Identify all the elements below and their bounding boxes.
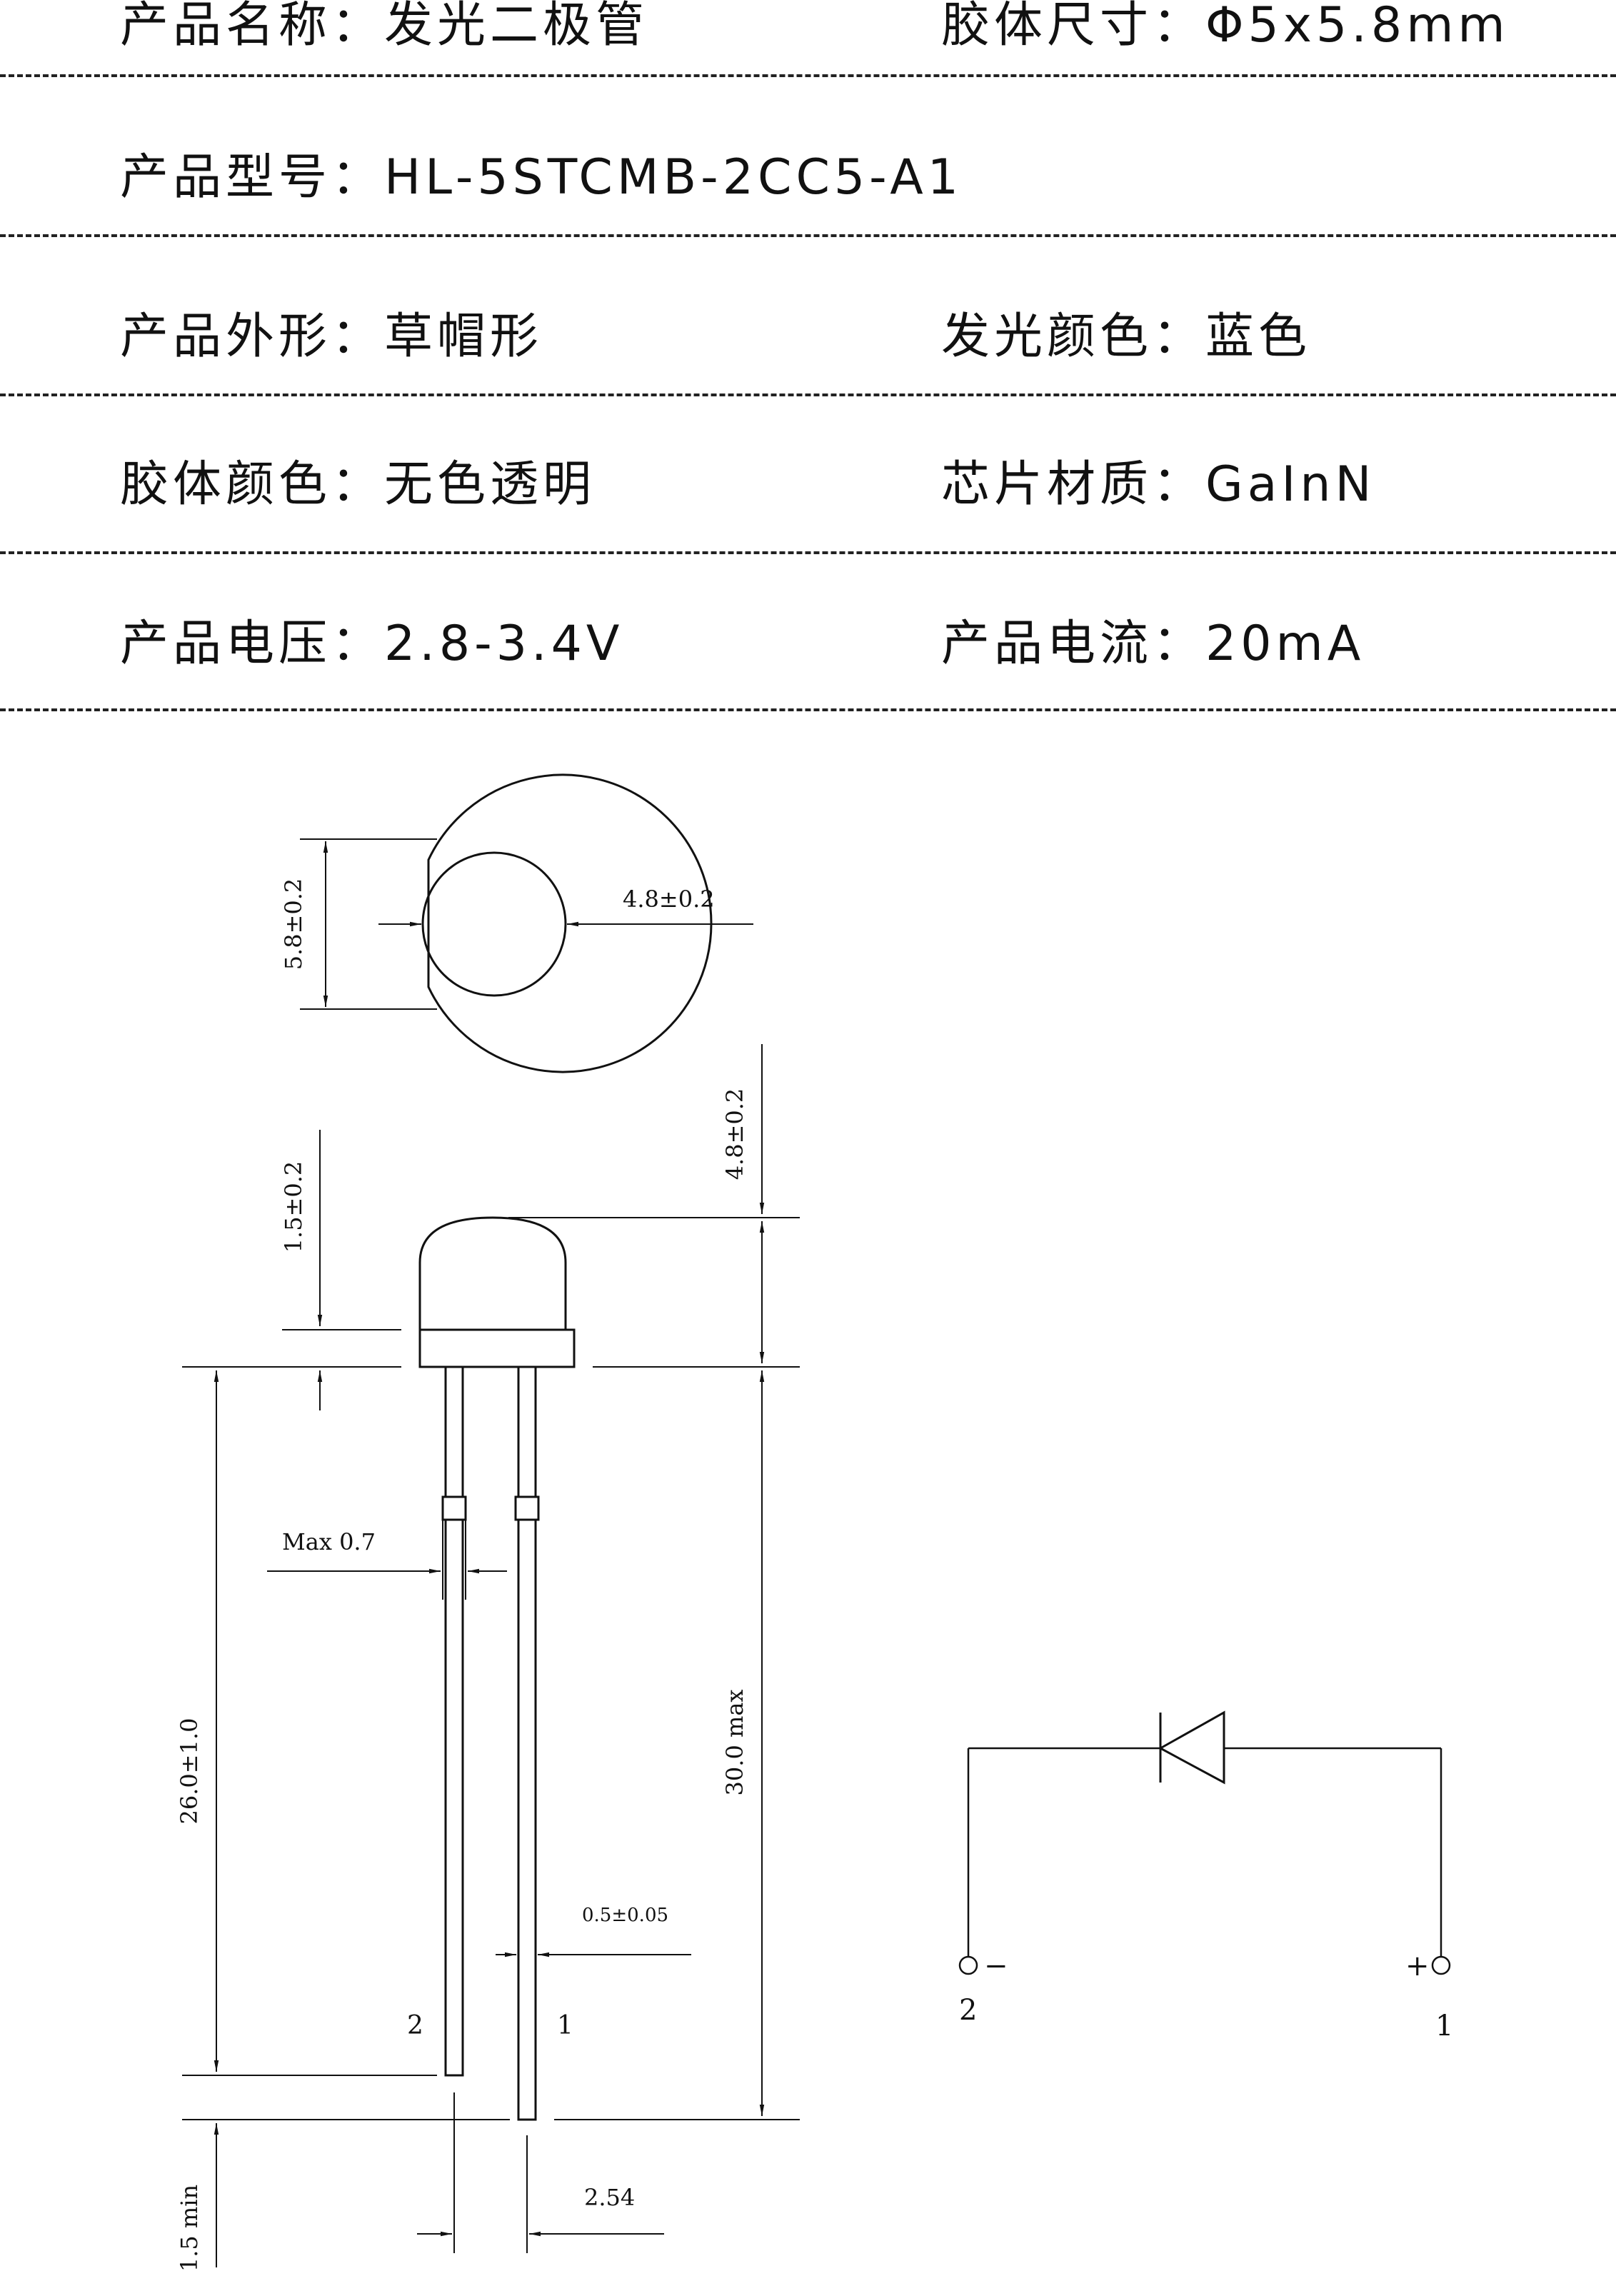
separator [0, 551, 1616, 554]
separator [0, 234, 1616, 237]
lead-1-kink [514, 1495, 540, 1521]
spec-value: Φ5x5.8mm [1205, 0, 1510, 54]
dim-top-diameter: 4.8±0.2 [623, 886, 715, 913]
spec-chip-material: 芯片材质：GaInN [941, 461, 1375, 509]
terminal-left-circle [958, 1955, 978, 1975]
separator [0, 708, 1616, 711]
lead-1-lower [517, 1518, 537, 2121]
spec-emit-color: 发光颜色：蓝色 [941, 313, 1311, 361]
lead-2-kink [441, 1495, 467, 1521]
spec-shape: 产品外形：草帽形 [120, 313, 543, 361]
spec-label: 产品外形： [120, 309, 385, 365]
lead-1-upper [517, 1365, 537, 1498]
polarity-plus: + [1405, 1950, 1430, 1982]
polarity-minus: − [984, 1950, 1008, 1982]
symbol-pin-2: 2 [959, 1994, 977, 2027]
lead-2-lower [444, 1518, 464, 2077]
dim-pitch: 2.54 [584, 2184, 635, 2211]
separator [0, 74, 1616, 77]
spec-value: 发光二极管 [384, 0, 649, 54]
separator [0, 393, 1616, 396]
spec-label: 芯片材质： [941, 456, 1206, 513]
dim-lead-offset: 1.5 min [176, 2185, 203, 2272]
top-view [300, 773, 753, 1073]
top-view-flange-outline [427, 773, 713, 1073]
dim-lead-length: 26.0±1.0 [176, 1718, 203, 1825]
top-view-dome-circle [421, 851, 567, 997]
spec-label: 产品电流： [941, 616, 1206, 672]
diode-triangle [1158, 1710, 1225, 1785]
led-dome [418, 1216, 567, 1330]
spec-row-4: 胶体颜色：无色透明 芯片材质：GaInN [0, 461, 1616, 546]
spec-value: 草帽形 [384, 309, 543, 365]
spec-row-2: 产品型号：HL-5STCMB-2CC5-A1 [0, 154, 1616, 239]
spec-voltage: 产品电压：2.8-3.4V [120, 620, 623, 668]
pin-label-2: 2 [407, 2011, 423, 2040]
dim-lead-width: 0.5±0.05 [582, 1905, 668, 1926]
spec-label: 产品名称： [120, 0, 385, 54]
terminal-right-circle [1431, 1955, 1451, 1975]
dim-top-height: 5.8±0.2 [280, 878, 307, 971]
dim-total-length: 30.0 max [721, 1690, 748, 1796]
spec-label: 产品型号： [120, 149, 385, 206]
spec-row-3: 产品外形：草帽形 发光颜色：蓝色 [0, 313, 1616, 398]
spec-row-1: 产品名称：发光二极管 胶体尺寸：Φ5x5.8mm [0, 0, 1616, 86]
spec-label: 产品电压： [120, 616, 385, 672]
spec-table: 产品名称：发光二极管 胶体尺寸：Φ5x5.8mm 产品型号：HL-5STCMB-… [0, 0, 1616, 721]
diode-symbol [958, 1710, 1451, 1975]
spec-value: 20mA [1205, 616, 1365, 672]
spec-epoxy-color: 胶体颜色：无色透明 [120, 461, 596, 509]
led-flange [418, 1328, 576, 1368]
spec-value: 蓝色 [1205, 309, 1312, 365]
dimension-lines [214, 1044, 765, 2267]
spec-current: 产品电流：20mA [941, 620, 1365, 668]
dim-flange-height: 1.5±0.2 [280, 1161, 307, 1253]
spec-row-5: 产品电压：2.8-3.4V 产品电流：20mA [0, 620, 1616, 706]
spec-model: 产品型号：HL-5STCMB-2CC5-A1 [120, 154, 963, 202]
dim-lead-max: Max 0.7 [282, 1528, 376, 1555]
spec-product-name: 产品名称：发光二极管 [120, 1, 648, 50]
spec-body-size: 胶体尺寸：Φ5x5.8mm [941, 1, 1510, 50]
spec-label: 胶体尺寸： [941, 0, 1206, 54]
dim-body-height: 4.8±0.2 [721, 1088, 748, 1180]
spec-label: 发光颜色： [941, 309, 1206, 365]
spec-label: 胶体颜色： [120, 456, 385, 513]
extension-lines [182, 1217, 800, 2253]
spec-value: GaInN [1205, 456, 1376, 513]
spec-value: 2.8-3.4V [384, 616, 624, 672]
side-view [182, 1044, 800, 2267]
lead-2-upper [444, 1365, 464, 1498]
spec-value: HL-5STCMB-2CC5-A1 [384, 149, 963, 206]
spec-value: 无色透明 [384, 456, 596, 513]
symbol-pin-1: 1 [1435, 2010, 1453, 2042]
pin-label-1: 1 [557, 2011, 573, 2040]
